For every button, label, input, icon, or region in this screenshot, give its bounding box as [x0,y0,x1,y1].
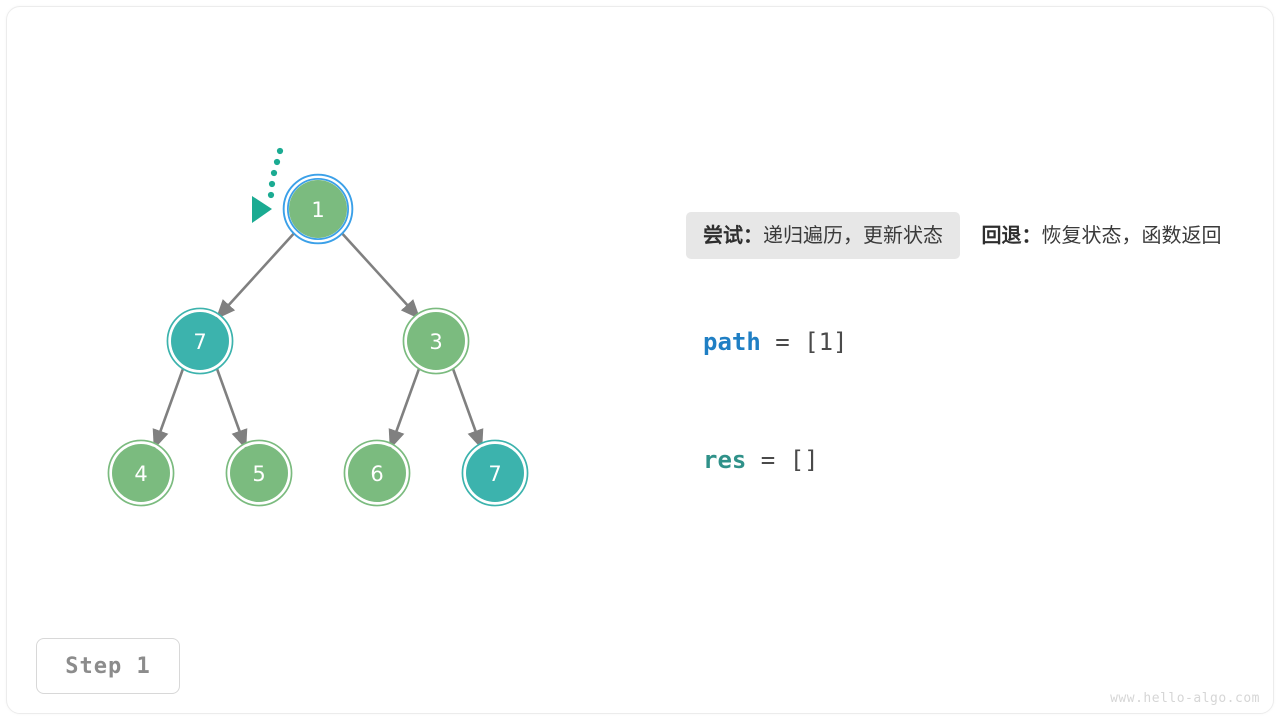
node-outer-ring [225,439,293,507]
binary-tree-diagram: 1 7 3 4 [107,147,529,507]
back-line-row: 回退：恢复状态，函数返回 [964,212,1238,259]
res-variable-name: res [703,446,747,474]
tree-node-7-right[interactable]: 7 [461,439,529,507]
node-label: 4 [134,462,147,486]
tree-nodes: 1 7 3 4 [107,173,529,507]
node-highlight-ring [282,173,354,245]
recursion-pointer [252,147,284,223]
try-line-body: 递归遍历，更新状态 [763,223,943,247]
node-inner-ring [286,177,350,241]
node-label: 7 [193,330,206,354]
node-label: 7 [488,462,501,486]
node-label: 1 [311,198,324,222]
back-line-body: 恢复状态，函数返回 [1041,223,1222,247]
node-gap-ring [109,441,173,505]
pointer-dot [273,158,281,166]
node-outer-ring [107,439,175,507]
node-outer-ring [461,439,529,507]
try-line-highlight: 尝试：递归遍历，更新状态 [686,212,960,259]
pointer-arrowhead [252,196,272,223]
back-line-lead: 回退： [981,223,1042,247]
tree-node-1[interactable]: 1 [282,173,354,245]
try-line: 尝试：递归遍历，更新状态 [703,225,943,245]
edge-1-to-7l [215,229,298,320]
edge-3-to-6 [388,365,422,450]
pointer-dot [267,191,275,199]
step-badge: Step 1 [36,638,180,694]
watermark: www.hello-algo.com [1110,691,1260,706]
node-body [230,444,288,502]
edge-3-to-7r [450,365,484,450]
res-variable-row: res = [] [686,448,819,472]
path-variable-value: = [1] [760,328,848,356]
path-variable-name: path [703,328,761,356]
node-outer-ring [402,307,470,375]
node-body [112,444,170,502]
tree-edges [152,229,484,450]
node-outer-ring [343,439,411,507]
node-label: 3 [429,330,442,354]
node-gap-ring [168,309,232,373]
res-variable-value: = [] [746,446,819,474]
node-label: 6 [370,462,383,486]
node-gap-ring [227,441,291,505]
edge-1-to-3 [338,229,421,320]
node-gap-ring [345,441,409,505]
back-line: 回退：恢复状态，函数返回 [981,225,1221,245]
try-line-lead: 尝试： [703,223,763,247]
state-panel: 尝试：递归遍历，更新状态 回退：恢复状态，函数返回 path = [1] res… [686,212,1246,472]
node-body [348,444,406,502]
node-outer-ring [166,307,234,375]
node-body [466,444,524,502]
node-body [171,312,229,370]
edge-7l-to-5 [214,365,248,450]
node-body [289,180,347,238]
tree-node-6[interactable]: 6 [343,439,411,507]
path-variable-row: path = [1] [686,330,848,354]
node-body [407,312,465,370]
node-gap-ring [404,309,468,373]
step-badge-label: Step 1 [65,653,151,679]
node-gap-ring [463,441,527,505]
edge-7l-to-4 [152,365,186,450]
pointer-dot [268,180,276,188]
tree-node-3[interactable]: 3 [402,307,470,375]
node-label: 5 [252,462,265,486]
node-gap-ring [284,175,352,243]
tree-node-5[interactable]: 5 [225,439,293,507]
tree-node-7-left[interactable]: 7 [166,307,234,375]
pointer-dot [270,169,278,177]
tree-node-4[interactable]: 4 [107,439,175,507]
pointer-dot [276,147,284,155]
